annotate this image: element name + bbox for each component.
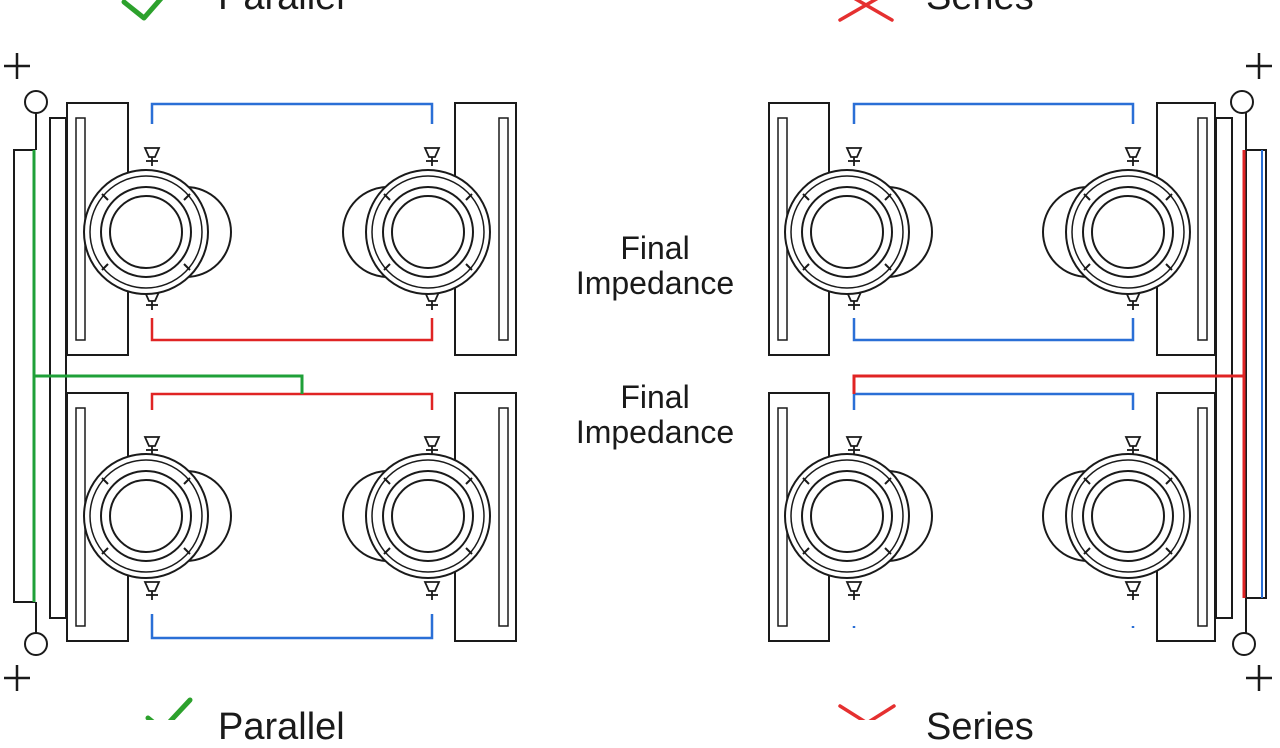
speaker-icon [1042, 169, 1191, 295]
plus-mark [4, 53, 30, 79]
final-impedance-line-2: Impedance [575, 414, 735, 450]
speaker-cabinet [1156, 392, 1216, 642]
heading-parallel-bottom: Parallel [218, 706, 345, 748]
final-impedance-label-bottom: Final Impedance [545, 380, 765, 450]
heading-series-bottom: Series [926, 706, 1034, 748]
heading-series-top: Series [926, 0, 1034, 16]
plus-mark [1246, 665, 1272, 691]
cross-icon [838, 704, 896, 720]
final-impedance-line-1: Final [620, 230, 690, 266]
terminal-icon [1230, 90, 1254, 114]
speaker-icon [83, 169, 232, 295]
parallel-wiring [13, 90, 517, 656]
speaker-icon [83, 453, 232, 579]
heading-parallel-top: Parallel [218, 0, 345, 16]
cross-icon [838, 0, 894, 22]
check-icon [121, 0, 164, 21]
plus-mark [1246, 53, 1272, 79]
speaker-icon [1042, 453, 1191, 579]
final-impedance-line-1: Final [620, 379, 690, 415]
speaker-icon [784, 453, 933, 579]
terminal-icon [24, 632, 48, 656]
speaker-icon [784, 169, 933, 295]
speaker-icon [342, 453, 491, 579]
series-wiring [768, 90, 1267, 656]
wiring-diagram [4, 0, 1272, 720]
check-icon [145, 697, 193, 720]
speaker-icon [342, 169, 491, 295]
final-impedance-label-top: Final Impedance [545, 231, 765, 301]
terminal-icon [24, 90, 48, 114]
final-impedance-line-2: Impedance [575, 265, 735, 301]
terminal-icon [1232, 632, 1256, 656]
plus-mark [4, 665, 30, 691]
